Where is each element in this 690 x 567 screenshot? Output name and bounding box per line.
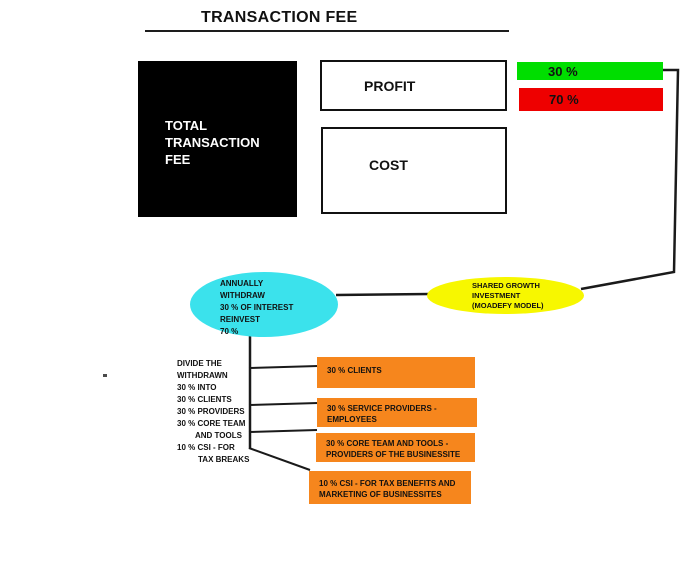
total-transaction-fee-box: TOTAL TRANSACTION FEE (138, 61, 297, 217)
divide-note-line: WITHDRAWN (177, 371, 228, 380)
allocation-box-csi: 10 % CSI - FOR TAX BENEFITS AND MARKETIN… (309, 471, 471, 504)
stray-dot (103, 374, 107, 377)
allocation-box-clients: 30 % CLIENTS (317, 357, 475, 388)
cost-box: COST (321, 127, 507, 214)
profit-share-bar: 30 % (517, 62, 663, 80)
divide-note-line: 30 % PROVIDERS (177, 407, 245, 416)
divide-note: DIVIDE THE WITHDRAWN 30 % INTO 30 % CLIE… (177, 358, 252, 466)
allocation-box-service-providers: 30 % SERVICE PROVIDERS - EMPLOYEES (317, 398, 477, 427)
allocation-box-core-team: 30 % CORE TEAM AND TOOLS - PROVIDERS OF … (316, 433, 475, 462)
divide-note-line: AND TOOLS (195, 431, 242, 440)
divide-note-line: 30 % CORE TEAM (177, 419, 246, 428)
divide-note-line: DIVIDE THE (177, 359, 222, 368)
page-title: TRANSACTION FEE (201, 9, 358, 26)
annual-withdraw-ellipse: ANNUALLY WITHDRAW 30 % OF INTEREST REINV… (190, 272, 338, 337)
cost-share-bar: 70 % (519, 88, 663, 111)
divide-note-line: 30 % INTO (177, 383, 217, 392)
divide-note-line: TAX BREAKS (198, 455, 250, 464)
divide-note-line: 30 % CLIENTS (177, 395, 232, 404)
title-underline (145, 30, 509, 32)
shared-growth-ellipse: SHARED GROWTH INVESTMENT (MOADEFY MODEL) (427, 277, 584, 314)
profit-box: PROFIT (320, 60, 507, 111)
divide-note-line: 10 % CSI - FOR (177, 443, 235, 452)
